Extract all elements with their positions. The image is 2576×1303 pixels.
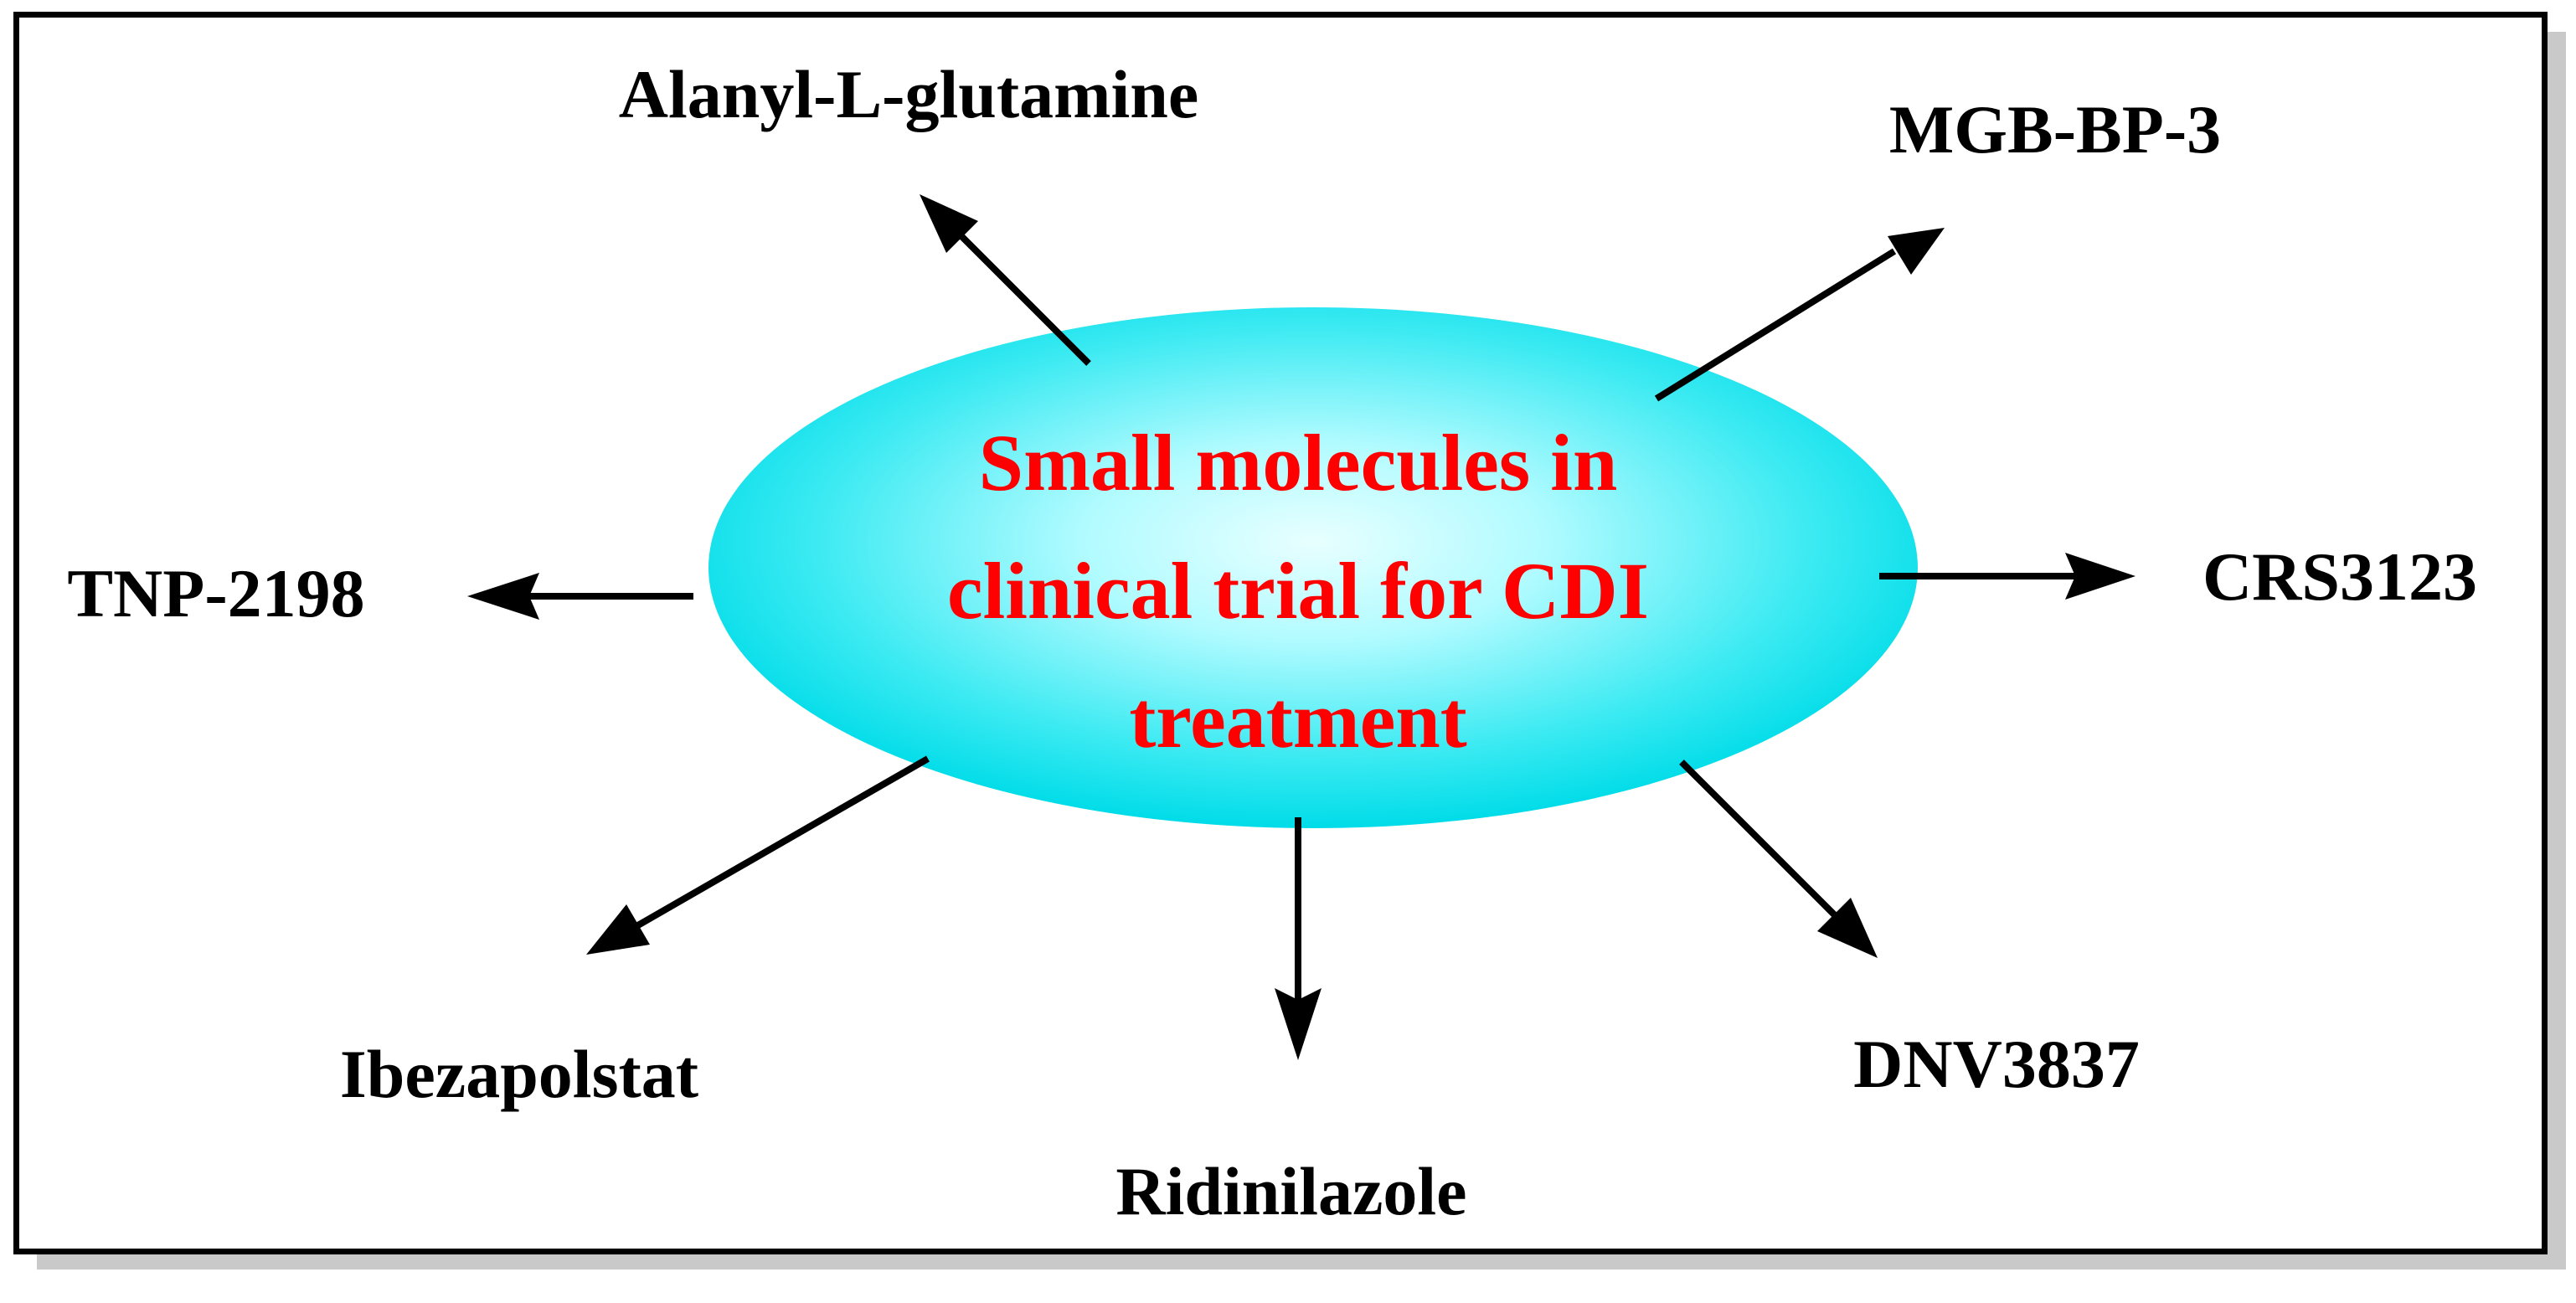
center-title-line-1: Small molecules in bbox=[979, 418, 1618, 507]
arrow-ridinilazole bbox=[1275, 817, 1321, 1060]
label-mgb-bp-3: MGB-BP-3 bbox=[1889, 91, 2221, 167]
arrow-crs bbox=[1879, 553, 2136, 600]
label-ridinilazole: Ridinilazole bbox=[1115, 1153, 1466, 1229]
arrow-mgb bbox=[1654, 228, 1945, 402]
label-ibezapolstat: Ibezapolstat bbox=[340, 1036, 698, 1112]
center-title-line-3: treatment bbox=[1129, 675, 1466, 765]
arrow-ibezapolstat bbox=[586, 755, 930, 955]
label-tnp-2198: TNP-2198 bbox=[67, 555, 364, 631]
label-dnv3837: DNV3837 bbox=[1853, 1026, 2140, 1102]
arrow-tnp bbox=[467, 573, 693, 620]
arrow-dnv bbox=[1679, 760, 1878, 958]
label-crs3123: CRS3123 bbox=[2202, 538, 2477, 615]
center-ellipse bbox=[708, 307, 1918, 828]
label-alanyl-l-glutamine: Alanyl-L-glutamine bbox=[619, 56, 1198, 132]
center-title-line-2: clinical trial for CDI bbox=[947, 546, 1649, 636]
arrow-alanyl bbox=[920, 194, 1091, 366]
